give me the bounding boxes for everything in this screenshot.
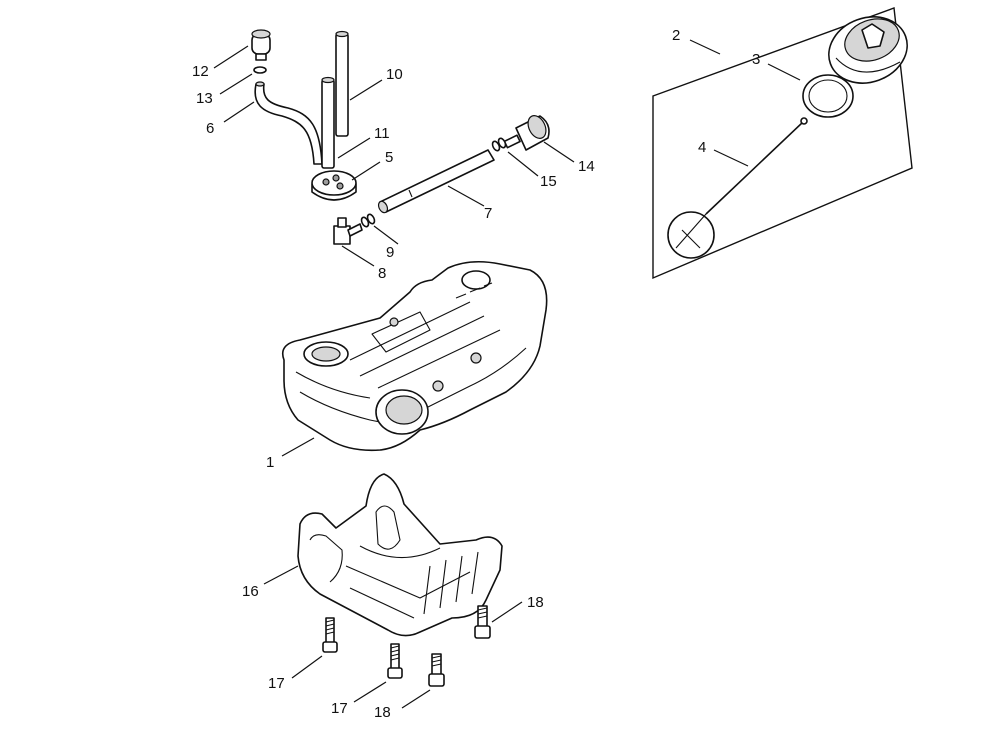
callout-3: 3	[752, 51, 760, 68]
callout-18-right: 18	[527, 594, 544, 611]
callout-14: 14	[578, 158, 595, 175]
fuel-cap-part	[828, 16, 908, 84]
callout-8: 8	[378, 265, 386, 282]
callout-13: 13	[196, 90, 213, 107]
screw-part	[322, 617, 338, 653]
elbow-oring-part	[360, 213, 376, 228]
screw-part	[428, 653, 445, 687]
seal-ring-part	[253, 66, 267, 74]
callout-12: 12	[192, 63, 209, 80]
callout-7: 7	[484, 205, 492, 222]
fuel-line-part	[377, 149, 495, 214]
callout-17-bottom: 17	[331, 700, 348, 717]
fuel-tank-part	[281, 260, 548, 452]
callout-17-left: 17	[268, 675, 285, 692]
kit-panel	[652, 7, 913, 280]
callout-4: 4	[698, 139, 706, 156]
callout-1: 1	[266, 454, 274, 471]
leader-lines	[213, 39, 801, 709]
screw-part	[474, 605, 491, 639]
callout-11: 11	[374, 125, 390, 142]
callout-16: 16	[242, 583, 259, 600]
vent-tube-part	[254, 83, 323, 165]
filter-oring-part	[491, 137, 507, 152]
callout-5: 5	[385, 149, 393, 166]
callout-6: 6	[206, 120, 214, 137]
tank-grommet-part	[311, 170, 357, 201]
tube-11-part	[321, 76, 335, 169]
callout-2: 2	[672, 27, 680, 44]
callout-10: 10	[386, 66, 403, 83]
grommet-plug-part	[251, 29, 271, 61]
callout-15: 15	[540, 173, 557, 190]
screw-part	[387, 643, 403, 679]
elbow-fitting-part	[333, 217, 363, 245]
cap-strap-part	[667, 117, 808, 259]
callout-9: 9	[386, 244, 394, 261]
callout-labels: 1 2 3 4 5 6 7 8 9 10 11 12 13 14 15 16 1…	[192, 27, 760, 721]
o-ring-part	[802, 74, 854, 118]
callout-18-bottom: 18	[374, 704, 391, 721]
tank-bracket-part	[297, 473, 503, 637]
tube-10-part	[335, 30, 349, 137]
fuel-filter-part	[503, 115, 550, 151]
